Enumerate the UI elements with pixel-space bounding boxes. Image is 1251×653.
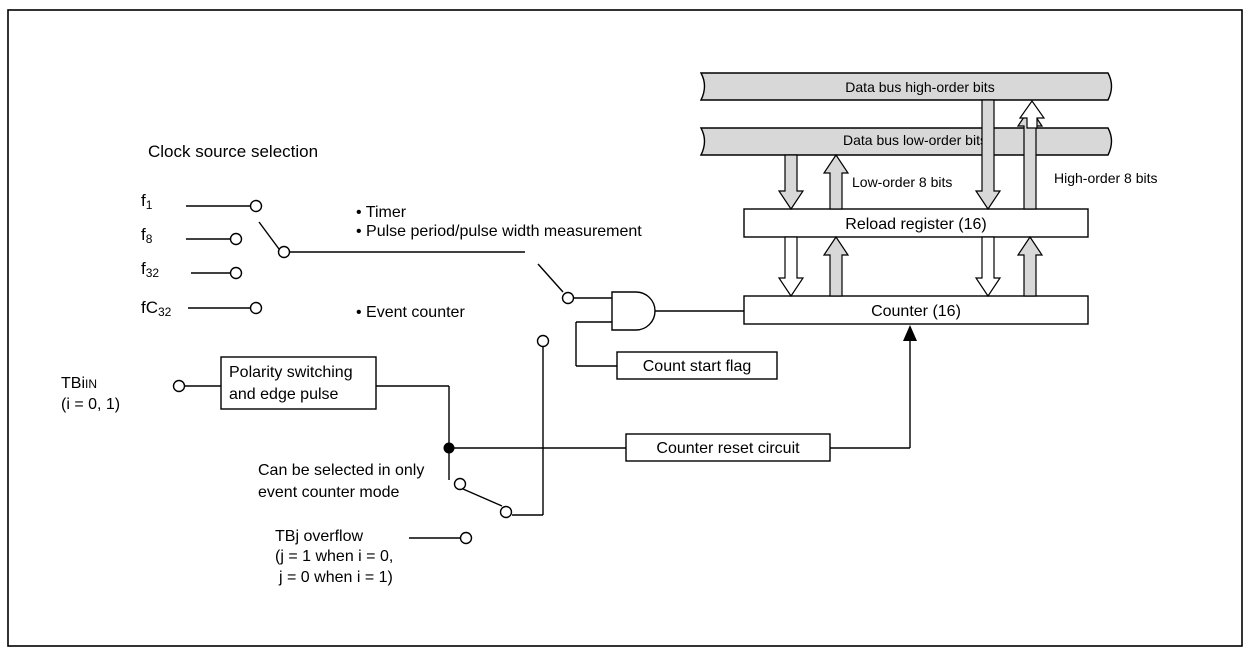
data-bus-low-label: Data bus low-order bits	[843, 132, 987, 148]
selectable-note-line1: Can be selected in only	[258, 462, 424, 479]
reload-register-label: Reload register (16)	[845, 216, 986, 233]
count-start-flag-box	[616, 351, 778, 380]
polarity-switching-box	[220, 356, 377, 410]
arrow-highbus-to-reload	[974, 99, 1002, 211]
counter-reset-circuit-box	[625, 433, 831, 462]
low-order-bits-label: Low-order 8 bits	[852, 174, 952, 190]
mode-timer: • Timer	[356, 204, 407, 221]
selectable-note-line2: event counter mode	[258, 484, 400, 501]
f1-label: f1	[141, 191, 153, 212]
polarity-line2: and edge pulse	[229, 386, 339, 403]
arrow-reload-to-counter-low	[777, 236, 805, 298]
f8-label: f8	[141, 225, 153, 246]
fc32-terminal	[249, 301, 263, 315]
f32-terminal	[229, 266, 243, 280]
arrow-counter-to-reload-low	[822, 235, 850, 297]
clock-selector-switch	[258, 221, 280, 250]
mode-event: • Event counter	[356, 304, 465, 321]
tbi-label: TBiIN	[61, 375, 97, 392]
arrow-reload-to-lowbus	[822, 153, 850, 210]
data-bus-high-label: Data bus high-order bits	[845, 79, 994, 95]
counter-box	[743, 295, 1089, 325]
tbi-range: (i = 0, 1)	[61, 396, 120, 413]
data-bus-high	[699, 72, 1113, 101]
clock-source-title: Clock source selection	[148, 142, 318, 161]
data-bus-low	[699, 127, 1113, 156]
polarity-line1: Polarity switching	[229, 364, 353, 381]
tbj-line3: j = 0 when i = 1)	[278, 569, 393, 586]
counter-reset-circuit-label: Counter reset circuit	[656, 440, 800, 457]
mode-pulse: • Pulse period/pulse width measurement	[356, 223, 642, 240]
arrow-lowbus-to-highbus	[1018, 99, 1046, 129]
mode-selector-switch	[537, 263, 564, 293]
tbj-line2: (j = 1 when i = 0,	[275, 548, 393, 565]
arrow-reload-to-counter-high	[974, 236, 1002, 298]
counter-label: Counter (16)	[871, 303, 961, 320]
fc32-label: fC32	[141, 298, 172, 319]
tbi-terminal	[172, 379, 186, 393]
tbj-line1: TBj overflow	[275, 528, 363, 545]
tbj-terminal	[459, 531, 473, 545]
count-start-flag-label: Count start flag	[643, 358, 752, 375]
f8-terminal	[229, 232, 243, 246]
reload-register-box	[743, 208, 1089, 238]
f1-terminal	[249, 199, 263, 213]
event-counter-terminal	[536, 334, 550, 348]
and-gate	[611, 291, 656, 331]
event-source-switch	[462, 488, 503, 507]
reset-arrowhead	[903, 325, 917, 341]
high-order-bits-label: High-order 8 bits	[1054, 170, 1158, 186]
arrow-lowbus-to-reload	[777, 154, 805, 211]
f32-label: f32	[141, 259, 159, 280]
arrow-counter-to-reload-high	[1016, 235, 1044, 297]
